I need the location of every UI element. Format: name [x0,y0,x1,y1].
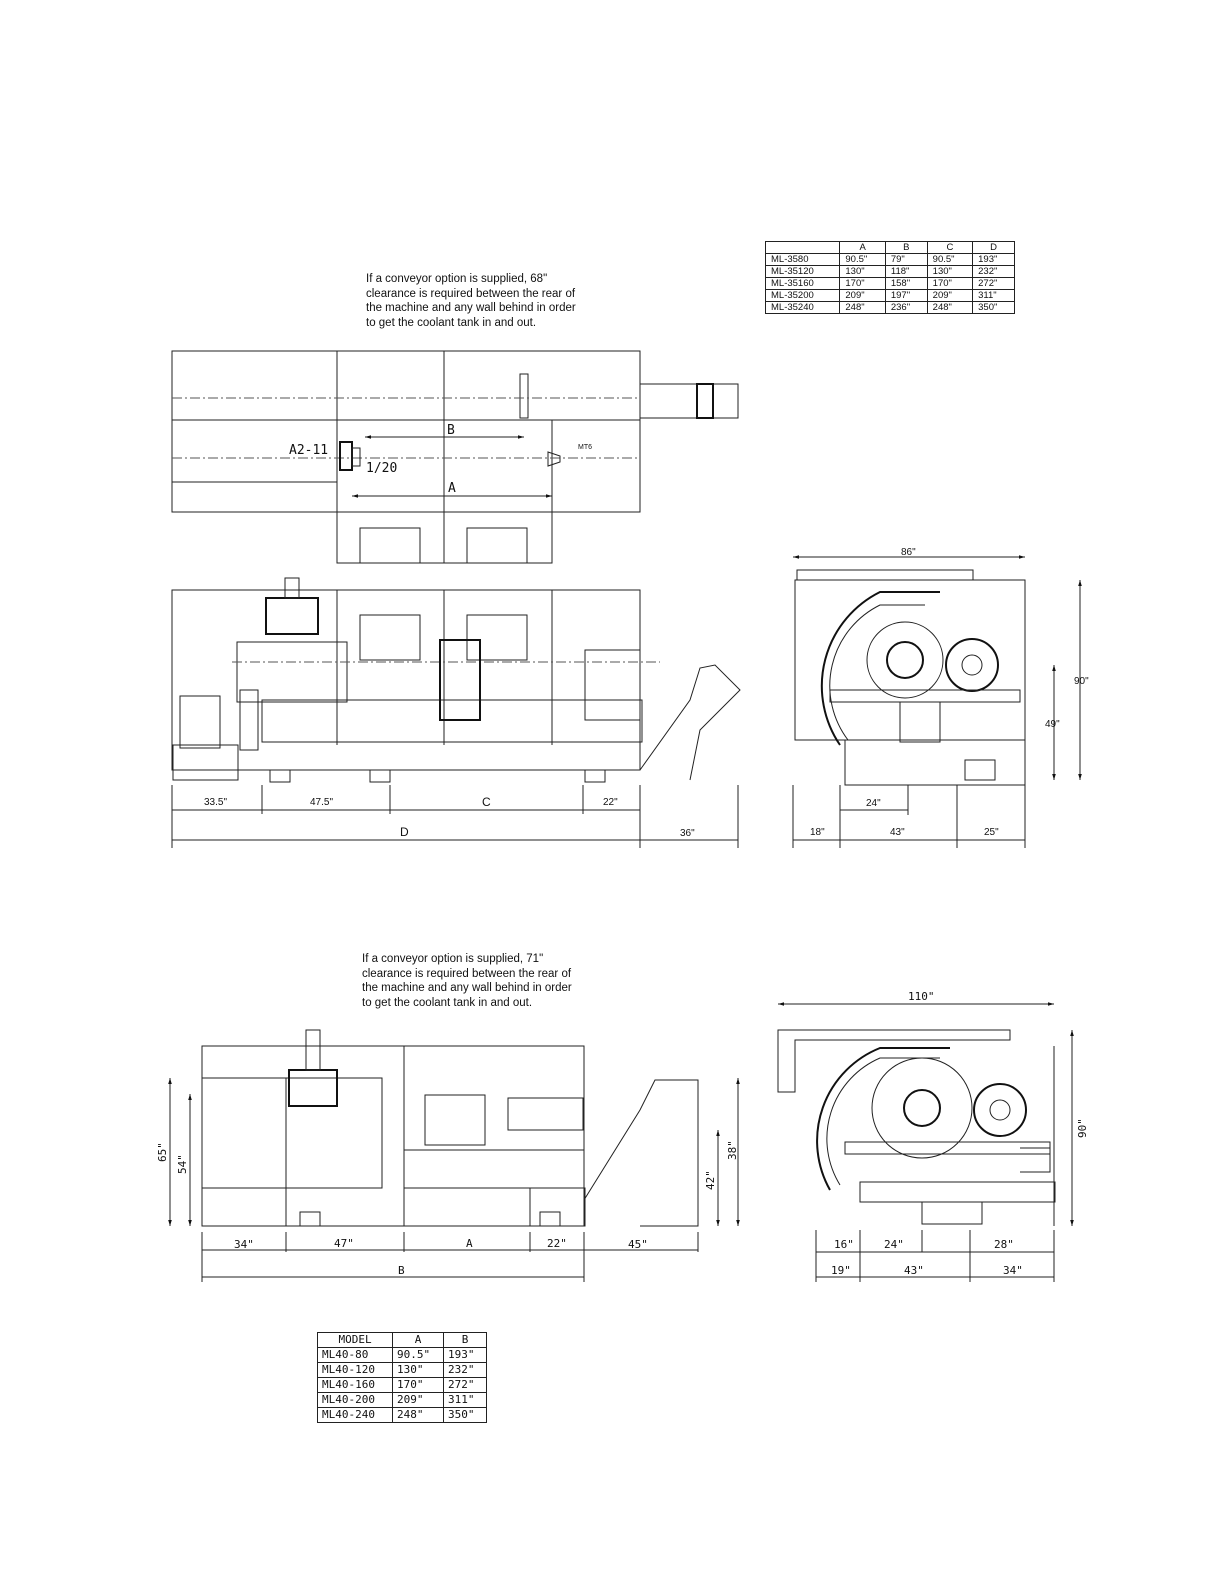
ml40-dimension-table: MODEL A B ML40-80 90.5" 193" ML40-120 13… [316,1332,487,1423]
side-view-2-drawing: 110" 90" 16" 24" 28" 19" 43" 34" [777,990,1089,1282]
dim-65: 65" [156,1142,169,1162]
dim-22-ml40: 22" [547,1237,567,1250]
top-view-drawing: B A A2-11 1/20 MT6 [171,350,739,564]
dim-19: 19" [831,1264,851,1277]
table-header-row: A B C D [764,241,1015,254]
front-view-2-drawing: 65" 54" 38" 42" 34" 47" A 22" 45" B [156,1029,740,1282]
front-view-1-drawing: 33.5" 47.5" C 22" D 36" [171,577,741,848]
table-row: ML40-160 170" 272" [316,1377,487,1393]
ml35-dimension-table: A B C D ML-3580 90.5" 79" 90.5" 193" ML-… [764,241,1015,314]
dim-18: 18" [810,827,825,838]
dim-16: 16" [834,1238,854,1251]
table-cell: 248" [926,301,974,314]
dim-33-5: 33.5" [204,797,227,808]
dim-90-ml40: 90" [1076,1118,1089,1138]
dim-28: 28" [994,1238,1014,1251]
dim-22: 22" [603,797,618,808]
table-cell: 193" [443,1347,487,1363]
table-header-row: MODEL A B [316,1332,487,1348]
table-cell: ML40-240 [316,1407,394,1423]
dim-b-label: B [447,423,455,438]
table-header: D [972,241,1015,254]
dim-47-5: 47.5" [310,797,333,808]
dim-36: 36" [680,828,695,839]
table-cell: 209" [392,1392,445,1408]
table-row: ML-3580 90.5" 79" 90.5" 193" [764,253,1015,266]
table-row: ML-35200 209" 197" 209" 311" [764,289,1015,302]
table-row: ML-35240 248" 236" 248" 350" [764,301,1015,314]
dim-42: 42" [704,1170,717,1190]
dim-24: 24" [866,798,881,809]
dim-90: 90" [1074,676,1089,687]
table-cell: 350" [443,1407,487,1423]
table-row: ML40-240 248" 350" [316,1407,487,1423]
table-cell: ML40-160 [316,1377,394,1393]
taper-label: 1/20 [366,461,397,476]
dim-47: 47" [334,1237,354,1250]
spindle-nose-label: A2-11 [289,443,328,458]
dim-43: 43" [890,827,905,838]
dim-38: 38" [726,1140,739,1160]
dim-d: D [400,825,409,839]
table-cell: 232" [443,1362,487,1378]
dim-24-ml40: 24" [884,1238,904,1251]
dim-54: 54" [176,1154,189,1174]
tailstock-taper-label: MT6 [578,444,592,451]
table-cell: 350" [972,301,1015,314]
side-view-1-drawing: 86" 90" 49" 24" 18" 43" 25" [792,547,1089,848]
conveyor-note-top: If a conveyor option is supplied, 68" cl… [366,273,576,329]
dim-b-ml40: B [398,1264,405,1277]
dim-43-ml40: 43" [904,1264,924,1277]
dim-45: 45" [628,1238,648,1251]
dim-c: C [482,795,491,809]
dim-49: 49" [1045,719,1060,730]
dim-34: 34" [234,1238,254,1251]
conveyor-note-bottom: If a conveyor option is supplied, 71" cl… [362,953,572,1009]
dim-34-ml40: 34" [1003,1264,1023,1277]
table-cell: 248" [839,301,886,314]
dim-110: 110" [908,990,935,1003]
dim-86: 86" [901,547,916,558]
dim-a-label: A [448,481,456,496]
dim-a-ml40: A [466,1237,473,1250]
table-cell: 248" [392,1407,445,1423]
dim-25: 25" [984,827,999,838]
table-row: ML40-120 130" 232" [316,1362,487,1378]
